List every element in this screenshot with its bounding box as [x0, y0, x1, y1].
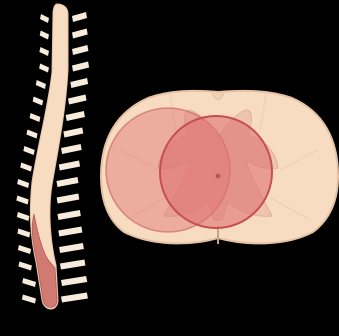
central-canal: [216, 174, 221, 179]
lesion-central-circle: [160, 116, 272, 228]
spinal-cord-cross-section-icon: [101, 91, 338, 244]
